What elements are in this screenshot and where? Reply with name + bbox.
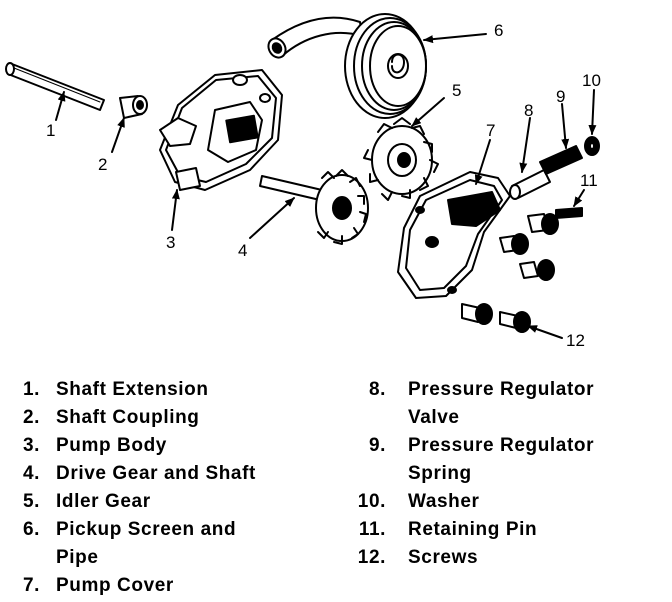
- legend-item-5: 5. Idler Gear: [14, 488, 150, 516]
- legend-number: 4.: [22, 463, 40, 484]
- pump-body-icon: [159, 69, 283, 191]
- idler-gear-icon: [363, 117, 439, 201]
- callout-11: 11: [580, 171, 598, 190]
- legend-label: Washer: [408, 491, 480, 512]
- regulator-spring-icon: [539, 145, 583, 175]
- legend-label-wrap: Pressure Regulator Spring: [408, 432, 594, 488]
- legend-label-continued: Valve: [408, 407, 460, 428]
- legend-label-continued: Spring: [408, 463, 472, 484]
- legend-item-3: 3. Pump Body: [14, 432, 166, 460]
- legend-number: 12.: [357, 547, 386, 568]
- washer-icon: [584, 136, 600, 156]
- callout-12: 12: [566, 331, 585, 350]
- legend-label-continued: Pipe: [56, 547, 99, 568]
- legend-item-2: 2. Shaft Coupling: [14, 404, 199, 432]
- legend-number: 1.: [22, 379, 40, 400]
- legend-item-1: 1. Shaft Extension: [14, 376, 208, 404]
- legend-number: 10.: [357, 491, 386, 512]
- callout-2: 2: [98, 155, 108, 174]
- legend-number: 8.: [368, 379, 386, 400]
- shaft-coupling-icon: [119, 95, 148, 119]
- drive-gear-shaft-icon: [259, 169, 369, 245]
- callout-7: 7: [486, 121, 496, 140]
- legend-item-11: 11. Retaining Pin: [350, 516, 537, 544]
- legend-label: Pressure Regulator: [408, 379, 595, 400]
- screws-icon: [461, 213, 559, 333]
- leader-lines: [55, 33, 597, 339]
- legend-item-6: 6. Pickup Screen and Pipe: [14, 516, 236, 572]
- legend-label: Shaft Extension: [56, 379, 209, 400]
- legend-label: Screws: [408, 547, 479, 568]
- callout-1: 1: [46, 121, 56, 140]
- exploded-oil-pump-diagram: 1 2 3 4 5 6 7 8 9 10 11 12: [5, 13, 601, 350]
- diagram-drawing: [5, 13, 600, 339]
- legend-item-9: 9. Pressure Regulator Spring: [350, 432, 594, 488]
- legend-number: 6.: [22, 519, 40, 540]
- legend-label: Drive Gear and Shaft: [56, 463, 256, 484]
- legend-item-7: 7. Pump Cover: [14, 572, 173, 600]
- legend-item-8: 8. Pressure Regulator Valve: [350, 376, 594, 432]
- legend-number: 9.: [368, 435, 386, 456]
- regulator-valve-icon: [509, 169, 551, 200]
- legend-label: Pickup Screen and: [56, 519, 237, 540]
- legend-label: Shaft Coupling: [56, 407, 200, 428]
- legend-number: 7.: [22, 575, 40, 596]
- shaft-extension-icon: [5, 62, 105, 111]
- legend-label: Pump Cover: [56, 575, 174, 596]
- callout-5: 5: [452, 81, 462, 100]
- legend-number: 11.: [358, 519, 386, 540]
- legend-item-12: 12. Screws: [350, 544, 478, 572]
- legend-right-column: 8. Pressure Regulator Valve 9. Pressure …: [350, 376, 594, 572]
- legend-number: 2.: [22, 407, 40, 428]
- legend-label-wrap: Pressure Regulator Valve: [408, 376, 594, 432]
- callout-6: 6: [494, 21, 504, 40]
- legend-label: Pressure Regulator: [408, 435, 595, 456]
- legend-label: Idler Gear: [56, 491, 151, 512]
- legend-label: Pump Body: [56, 435, 167, 456]
- legend-label-wrap: Pickup Screen and Pipe: [56, 516, 236, 572]
- legend-left-column: 1. Shaft Extension 2. Shaft Coupling 3. …: [14, 376, 255, 600]
- legend-item-10: 10. Washer: [350, 488, 479, 516]
- legend-number: 3.: [22, 435, 40, 456]
- pump-cover-icon: [397, 171, 511, 299]
- legend-label: Retaining Pin: [408, 519, 538, 540]
- retaining-pin-icon: [555, 207, 583, 219]
- callout-3: 3: [166, 233, 176, 252]
- legend-item-4: 4. Drive Gear and Shaft: [14, 460, 255, 488]
- callout-4: 4: [238, 241, 248, 260]
- callout-8: 8: [524, 101, 534, 120]
- callout-10: 10: [582, 71, 601, 90]
- legend-number: 5.: [22, 491, 40, 512]
- pickup-screen-pipe-icon: [267, 13, 427, 119]
- callout-9: 9: [556, 87, 566, 106]
